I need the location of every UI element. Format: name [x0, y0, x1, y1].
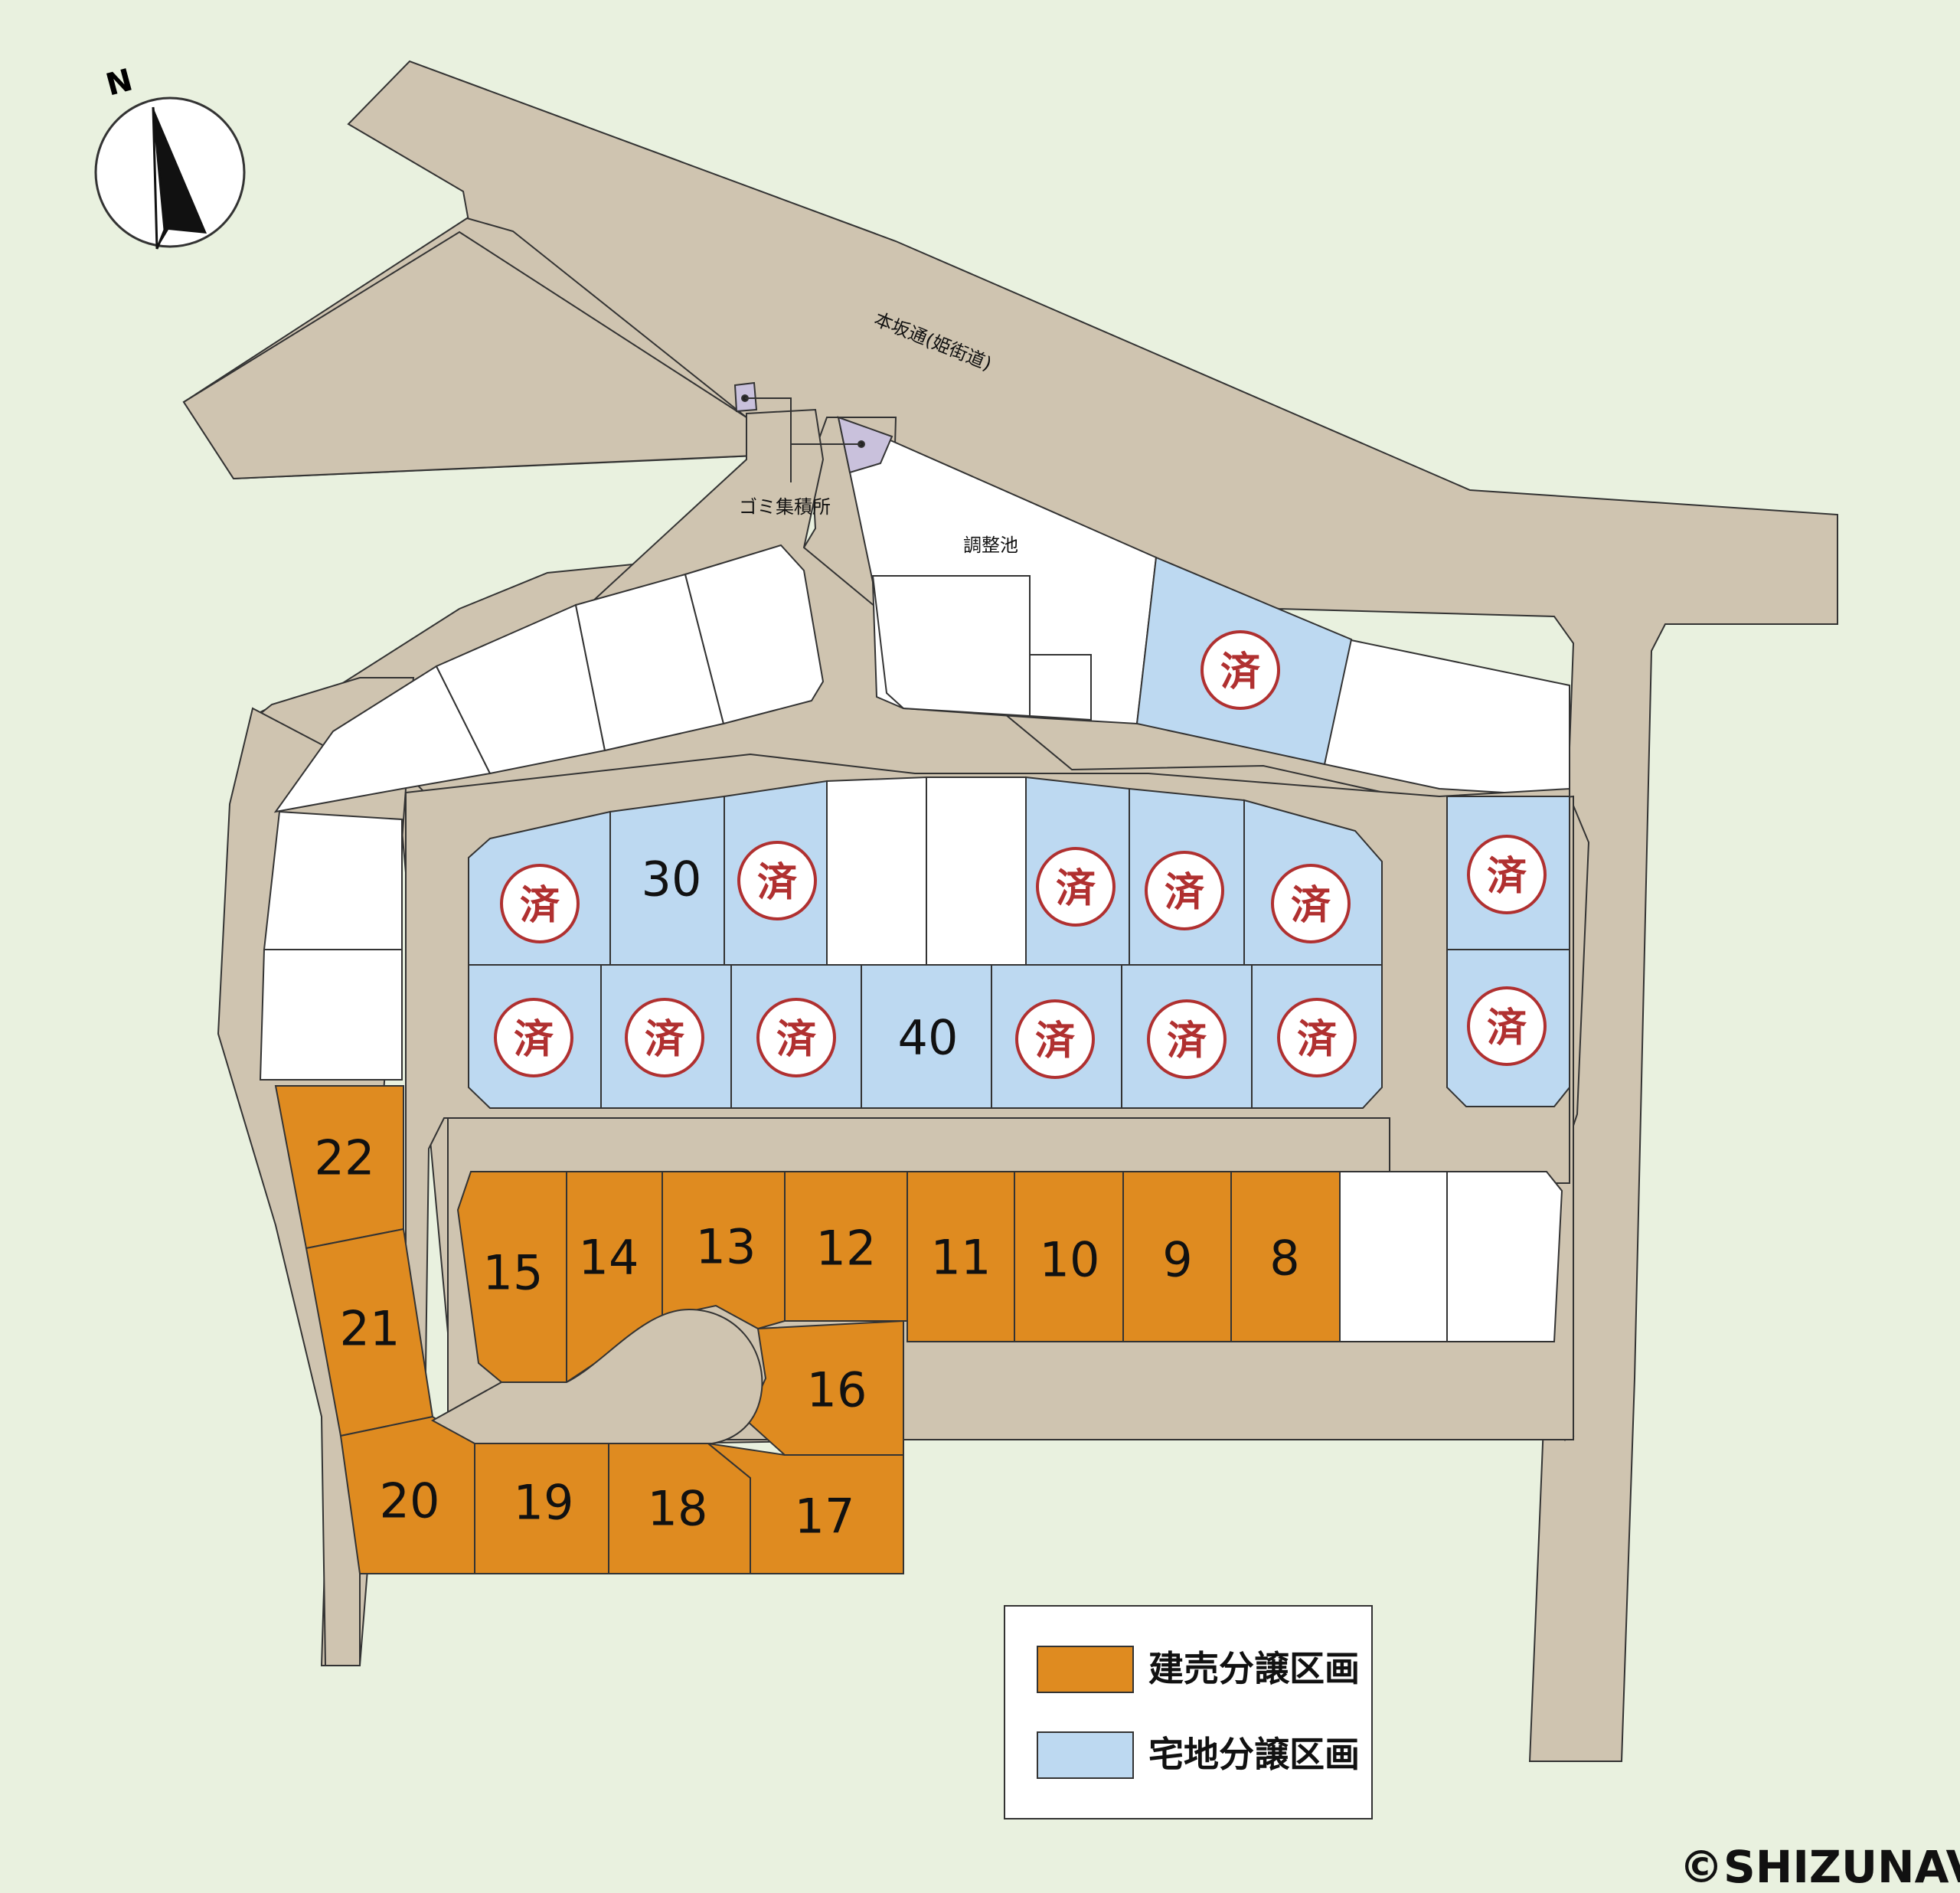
sold-stamp: 済: [1277, 998, 1357, 1077]
svg-text:済: 済: [520, 883, 560, 929]
lot-upper-4: [826, 776, 927, 966]
svg-text:済: 済: [1167, 1018, 1207, 1064]
svg-text:済: 済: [645, 1017, 685, 1063]
lot-row1-a: [263, 810, 403, 950]
sold-stamp: 済: [1467, 835, 1547, 914]
sold-stamp: 済: [1271, 864, 1351, 943]
compass-needle-light: [152, 106, 166, 250]
svg-text:済: 済: [1035, 1018, 1076, 1064]
sold-stamp: 済: [625, 998, 704, 1077]
lot-row1-b: [259, 949, 403, 1081]
lot-number-30: 30: [642, 852, 702, 907]
pond-label: 調整池: [963, 535, 1018, 556]
lot-number-12: 12: [816, 1221, 877, 1277]
sold-stamp: 済: [756, 998, 836, 1077]
sold-stamp: 済: [1467, 986, 1547, 1066]
east-white-lots: [1339, 1171, 1563, 1342]
svg-text:済: 済: [1291, 883, 1331, 929]
lot-number-40: 40: [898, 1010, 959, 1066]
sold-stamps: 済 済 済 済 済 済 済 済 済 済 済 済 済 済: [494, 630, 1547, 1079]
svg-text:済: 済: [1297, 1017, 1338, 1063]
lot-number-8: 8: [1269, 1231, 1299, 1287]
lot-nw-4: [684, 544, 825, 725]
lot-east-white-1: [1339, 1171, 1448, 1342]
svg-text:済: 済: [1056, 866, 1096, 912]
sold-stamp: 済: [737, 841, 817, 920]
compass-needle: [153, 107, 207, 249]
svg-text:済: 済: [1165, 870, 1205, 916]
lot-north-1: [871, 575, 1031, 718]
lot-north-2: [1029, 654, 1092, 721]
lot-number-10: 10: [1040, 1232, 1100, 1288]
lot-number-17: 17: [795, 1489, 855, 1545]
garbage-site-2: [837, 416, 893, 474]
lot-number-18: 18: [648, 1481, 708, 1537]
north-white-lots: [259, 416, 1570, 1081]
lot-number-15: 15: [483, 1245, 544, 1301]
sold-stamp: 済: [1145, 851, 1224, 930]
garbage-sites: [733, 381, 893, 482]
built-for-sale-lots: [274, 1085, 1341, 1574]
svg-text:済: 済: [1220, 649, 1261, 695]
legend-label-built: 建売分譲区画: [1148, 1648, 1360, 1689]
lot-number-22: 22: [315, 1130, 375, 1186]
lot-upper-5: [926, 776, 1027, 966]
lot-number-21: 21: [340, 1301, 400, 1357]
legend-box: [1004, 1605, 1373, 1819]
legend-swatch-built: [1037, 1646, 1134, 1693]
lot-number-13: 13: [696, 1219, 756, 1275]
lot-nw-1: [273, 665, 492, 813]
lot-number-9: 9: [1162, 1232, 1192, 1288]
road-network: [182, 230, 756, 480]
legend-swatch-residential: [1037, 1731, 1134, 1779]
sold-stamp: 済: [1200, 630, 1280, 710]
lot-number-19: 19: [514, 1475, 574, 1531]
garbage-site-label: ゴミ集積所: [739, 496, 831, 518]
svg-text:済: 済: [1487, 854, 1527, 900]
svg-text:済: 済: [1487, 1005, 1527, 1051]
lot-east-white-2: [1446, 1171, 1563, 1342]
sold-stamp: 済: [494, 998, 573, 1077]
compass: N: [94, 63, 246, 250]
lot-number-14: 14: [579, 1230, 639, 1286]
lot-number-16: 16: [807, 1362, 867, 1418]
lot-number-11: 11: [931, 1230, 991, 1286]
sold-stamp: 済: [1036, 847, 1116, 927]
legend-label-residential: 宅地分譲区画: [1148, 1734, 1360, 1775]
svg-text:済: 済: [514, 1017, 554, 1063]
garbage-leader: [745, 397, 792, 482]
lot-numbers: 30 40 22 21 20 19 18 17 16 15 14 13 12 1…: [315, 852, 1300, 1545]
legend: 建売分譲区画 宅地分譲区画: [1004, 1605, 1373, 1819]
sold-stamp: 済: [500, 864, 580, 943]
sold-stamp: 済: [1015, 999, 1095, 1079]
lot-number-20: 20: [380, 1473, 440, 1529]
cul-de-sac: [430, 1308, 763, 1444]
svg-text:済: 済: [757, 860, 798, 906]
copyright: ©SHIZUNAVI: [1679, 1841, 1960, 1893]
sold-stamp: 済: [1147, 999, 1227, 1079]
svg-text:済: 済: [776, 1017, 817, 1063]
